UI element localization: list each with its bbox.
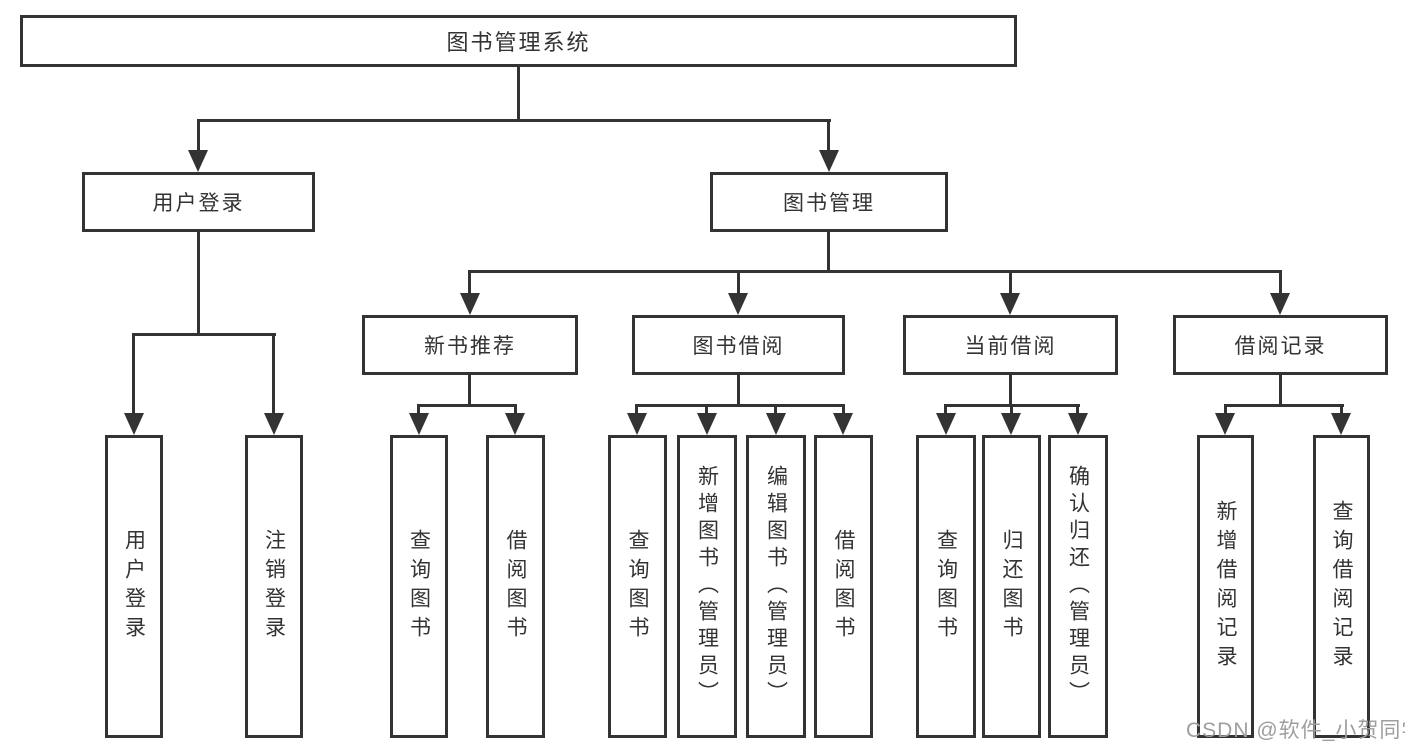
leaf-query-borrow-record: 查询借阅记录 [1313,435,1370,738]
arrowhead-down-icon [409,413,429,435]
arrowhead-down-icon [1000,293,1020,315]
connector-line [1009,375,1012,406]
leaf-query-books-borrowing: 查询图书 [608,435,667,738]
node-user-login: 用户登录 [82,172,315,232]
connector-line [197,232,200,336]
arrowhead-down-icon [627,413,647,435]
connector-line [1224,404,1344,407]
arrowhead-down-icon [505,413,525,435]
leaf-borrow-books-recommend: 借阅图书 [486,435,545,738]
arrowhead-down-icon [819,150,839,172]
leaf-return-book: 归还图书 [982,435,1041,738]
arrowhead-down-icon [697,413,717,435]
connector-line [1340,404,1343,415]
leaf-query-books-current: 查询图书 [916,435,976,738]
connector-line [197,119,831,122]
connector-line [737,270,740,296]
arrowhead-down-icon [833,413,853,435]
connector-line [132,333,276,336]
connector-line [517,66,520,122]
arrowhead-down-icon [936,413,956,435]
connector-line [1279,270,1282,296]
connector-line [417,404,420,415]
leaf-add-book-admin: 新增图书（管理员） [677,435,737,738]
connector-line [705,404,708,415]
arrowhead-down-icon [766,413,786,435]
node-borrowing-records: 借阅记录 [1173,315,1388,375]
connector-line [635,404,638,415]
arrowhead-down-icon [188,150,208,172]
connector-line [197,119,200,153]
connector-line [737,375,740,406]
arrowhead-down-icon [728,293,748,315]
arrowhead-down-icon [1215,413,1235,435]
connector-line [1224,404,1227,415]
connector-line [827,119,830,153]
connector-line [1076,404,1079,415]
connector-line [1010,404,1013,415]
arrowhead-down-icon [1270,293,1290,315]
connector-line [468,375,471,406]
leaf-logout: 注销登录 [245,435,303,738]
arrowhead-down-icon [124,413,144,435]
connector-line [468,270,471,296]
connector-line [417,404,517,407]
node-current-borrowing: 当前借阅 [903,315,1118,375]
connector-line [132,333,135,415]
connector-line [514,404,517,415]
connector-line [774,404,777,415]
leaf-edit-book-admin: 编辑图书（管理员） [746,435,806,738]
connector-line [1009,270,1012,296]
arrowhead-down-icon [264,413,284,435]
arrowhead-down-icon [1001,413,1021,435]
node-new-book-recommendation: 新书推荐 [362,315,578,375]
connector-line [468,270,1282,273]
connector-line [635,404,845,407]
leaf-query-books-recommend: 查询图书 [390,435,448,738]
connector-line [272,333,275,415]
connector-line [827,232,830,273]
node-library-management-system: 图书管理系统 [20,15,1017,67]
leaf-confirm-return-admin: 确认归还（管理员） [1048,435,1108,738]
leaf-user-login: 用户登录 [105,435,163,738]
arrowhead-down-icon [1068,413,1088,435]
leaf-borrow-books-borrowing: 借阅图书 [814,435,873,738]
connector-line [842,404,845,415]
csdn-watermark: CSDN @软件_小贺同学 [1186,719,1405,742]
connector-line [1279,375,1282,406]
connector-line [944,404,947,415]
leaf-add-borrow-record: 新增借阅记录 [1197,435,1254,738]
node-book-borrowing: 图书借阅 [632,315,845,375]
arrowhead-down-icon [1331,413,1351,435]
arrowhead-down-icon [460,293,480,315]
node-book-management: 图书管理 [710,172,948,232]
